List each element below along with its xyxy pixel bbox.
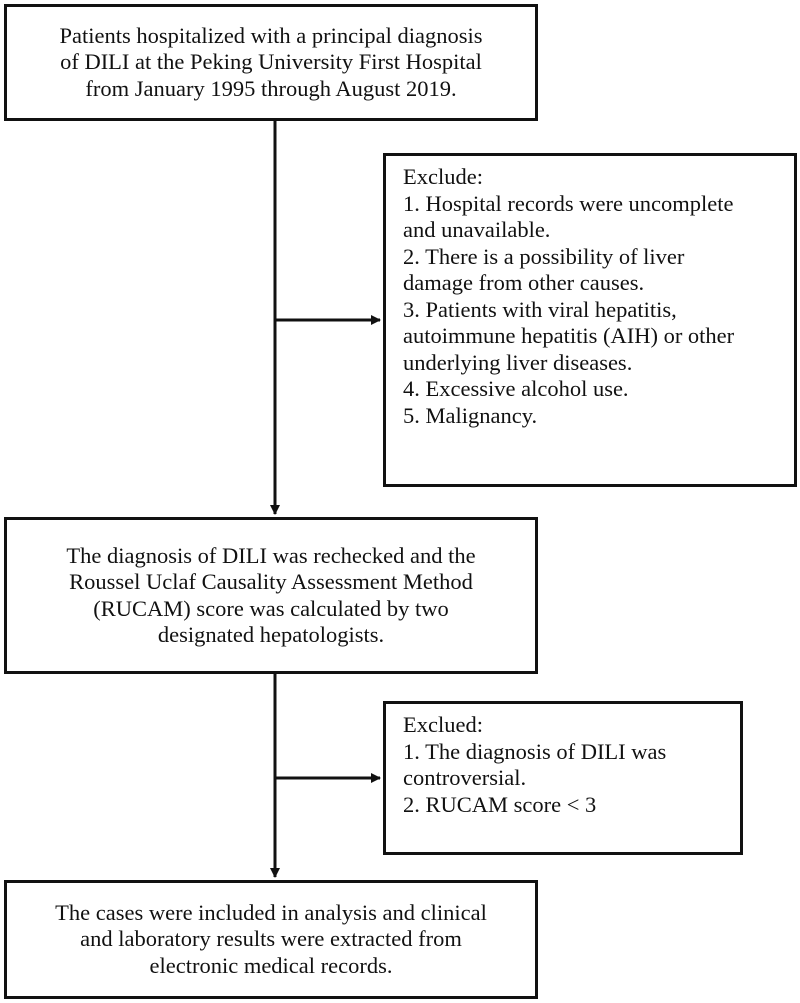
exclude-1-heading: Exclude: <box>403 164 483 189</box>
recheck-line-3: (RUCAM) score was calculated by two <box>93 595 449 621</box>
exclude-box-2: Exclued: 1. The diagnosis of DILI was co… <box>383 701 743 855</box>
recheck-line-2: Roussel Uclaf Causality Assessment Metho… <box>69 569 473 594</box>
start-line-2: of DILI at the Peking University First H… <box>60 49 482 75</box>
exclude-1-item-2: and unavailable. <box>403 217 551 242</box>
recheck-line-4: designated hepatologists. <box>157 622 385 647</box>
recheck-box: The diagnosis of DILI was rechecked and … <box>4 517 538 674</box>
start-box: Patients hospitalized with a principal d… <box>4 4 538 121</box>
start-line-1: Patients hospitalized with a principal d… <box>59 22 483 48</box>
final-box: The cases were included in analysis and … <box>4 880 538 999</box>
exclude-1-item-1: 1. Hospital records were uncomplete <box>403 190 734 216</box>
exclude-1-item-5: 3. Patients with viral hepatitis, <box>403 296 677 322</box>
exclude-2-item-2: controversial. <box>403 765 527 790</box>
recheck-line-1: The diagnosis of DILI was rechecked and … <box>66 542 476 568</box>
final-line-2: and laboratory results were extracted fr… <box>80 926 462 952</box>
exclude-1-item-6: autoimmune hepatitis (AIH) or other <box>403 323 735 348</box>
exclude-1-item-3: 2. There is a possibility of liver <box>403 243 685 269</box>
exclude-box-1: Exclude: 1. Hospital records were uncomp… <box>383 153 797 487</box>
exclude-2-heading: Exclued: <box>403 712 483 737</box>
start-line-3: from January 1995 through August 2019. <box>85 75 457 101</box>
exclude-1-item-4: damage from other causes. <box>403 270 645 295</box>
exclude-1-item-9: 5. Malignancy. <box>403 402 538 428</box>
exclude-1-item-8: 4. Excessive alcohol use. <box>403 376 629 401</box>
exclude-2-item-3: 2. RUCAM score < 3 <box>403 791 597 817</box>
final-line-3: electronic medical records. <box>149 952 393 978</box>
exclude-2-item-1: 1. The diagnosis of DILI was <box>403 738 667 764</box>
final-line-1: The cases were included in analysis and … <box>55 899 487 925</box>
exclude-1-item-7: underlying liver diseases. <box>403 349 633 375</box>
